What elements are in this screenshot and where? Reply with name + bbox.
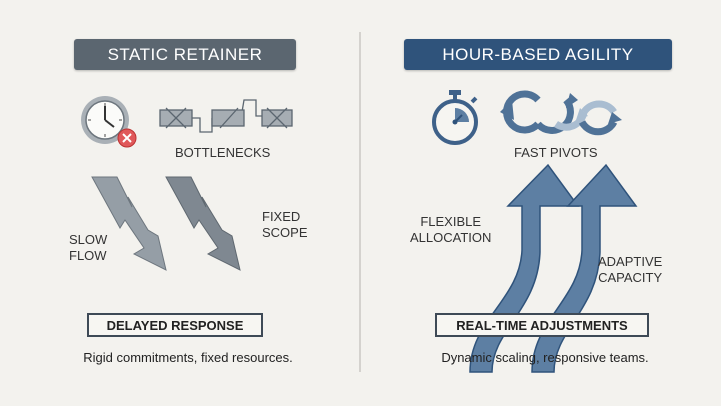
right-caption: Dynamic scaling, responsive teams.	[441, 350, 649, 365]
error-x-icon	[117, 128, 137, 148]
static-retainer-header: STATIC RETAINER	[74, 39, 296, 70]
real-time-adjustments-box: REAL-TIME ADJUSTMENTS	[435, 313, 649, 337]
flexible-allocation-line-1: FLEXIBLE	[420, 214, 482, 229]
hour-based-agility-header: HOUR-BASED AGILITY	[404, 39, 672, 70]
cycle-arrowheads	[500, 93, 622, 124]
slow-flow-line-1: SLOW	[69, 232, 108, 247]
fixed-scope-line-2: SCOPE	[262, 225, 308, 240]
slow-flow-line-2: FLOW	[69, 248, 107, 263]
cycle-arrows-icon	[503, 90, 618, 136]
slow-flow-label: SLOW FLOW	[69, 232, 107, 264]
delayed-response-box: DELAYED RESPONSE	[87, 313, 263, 337]
stopwatch-icon	[432, 90, 478, 145]
fast-pivots-label: FAST PIVOTS	[514, 145, 598, 160]
flexible-allocation-label: FLEXIBLE ALLOCATION	[410, 214, 491, 246]
flexible-allocation-line-2: ALLOCATION	[410, 230, 492, 245]
clock-icon	[81, 96, 129, 144]
bottlenecks-label: BOTTLENECKS	[175, 145, 271, 160]
adaptive-capacity-label: ADAPTIVE CAPACITY	[598, 254, 662, 286]
fixed-scope-line-1: FIXED	[262, 209, 301, 224]
fixed-scope-label: FIXED SCOPE	[262, 209, 308, 241]
adaptive-capacity-line-1: ADAPTIVE	[598, 254, 663, 269]
fixed-scope-arrow	[165, 176, 241, 271]
left-caption: Rigid commitments, fixed resources.	[83, 350, 293, 365]
adaptive-capacity-line-2: CAPACITY	[598, 270, 663, 285]
slow-flow-arrow	[91, 176, 167, 271]
bottleneck-blocks-icon	[159, 99, 293, 133]
